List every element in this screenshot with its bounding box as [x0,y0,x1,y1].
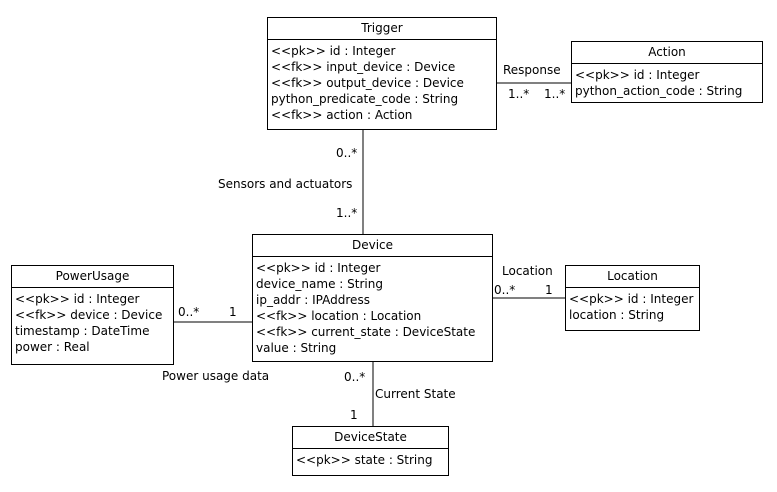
class-powerusage[interactable]: PowerUsage <<pk>> id : Integer <<fk>> de… [11,265,174,365]
class-powerusage-name: PowerUsage [12,266,173,288]
class-attribute: device_name : String [256,277,383,291]
multiplicity-device-devicestate-devicestate-end: 1 [350,408,358,422]
class-devicestate[interactable]: DeviceState <<pk>> state : String [292,426,449,476]
class-attribute: python_predicate_code : String [271,92,459,106]
multiplicity-device-location-location-end: 1 [545,283,553,297]
class-attribute: <<fk>> current_state : DeviceState [256,325,476,339]
class-location[interactable]: Location <<pk>> id : Integer location : … [565,265,700,331]
class-devicestate-attributes: <<pk>> state : String [293,449,448,468]
class-attribute: <<pk>> id : Integer [569,292,694,306]
class-location-attributes: <<pk>> id : Integer location : String [566,288,699,323]
multiplicity-trigger-action-action-end: 1..* [544,87,566,101]
multiplicity-trigger-action-trigger-end: 1..* [508,87,530,101]
class-action[interactable]: Action <<pk>> id : Integer python_action… [571,41,763,103]
class-attribute: <<pk>> id : Integer [575,68,700,82]
multiplicity-device-location-device-end: 0..* [494,283,516,297]
class-attribute: <<pk>> id : Integer [256,261,381,275]
association-label-current-state: Current State [375,387,456,401]
class-device[interactable]: Device <<pk>> id : Integer device_name :… [252,234,493,362]
class-powerusage-attributes: <<pk>> id : Integer <<fk>> device : Devi… [12,288,173,355]
class-trigger[interactable]: Trigger <<pk>> id : Integer <<fk>> input… [267,17,497,130]
class-attribute: location : String [569,308,665,322]
class-attribute: power : Real [15,340,90,354]
association-label-sensors-and-actuators: Sensors and actuators [218,177,353,191]
class-action-attributes: <<pk>> id : Integer python_action_code :… [572,64,762,99]
class-attribute: python_action_code : String [575,84,743,98]
class-attribute: <<pk>> id : Integer [271,44,396,58]
class-device-name: Device [253,235,492,257]
class-attribute: <<fk>> output_device : Device [271,76,464,90]
class-attribute: <<fk>> input_device : Device [271,60,456,74]
association-label-response: Response [503,63,561,77]
class-attribute: <<fk>> device : Device [15,308,163,322]
multiplicity-trigger-device-device-end: 1..* [336,206,358,220]
class-attribute: timestamp : DateTime [15,324,150,338]
class-attribute: ip_addr : IPAddress [256,293,370,307]
class-attribute: <<pk>> id : Integer [15,292,140,306]
class-attribute: <<fk>> action : Action [271,108,413,122]
multiplicity-device-powerusage-device-end: 1 [229,305,237,319]
class-attribute: value : String [256,341,337,355]
class-attribute: <<fk>> location : Location [256,309,422,323]
class-action-name: Action [572,42,762,64]
class-attribute: <<pk>> state : String [296,453,433,467]
class-trigger-name: Trigger [268,18,496,40]
association-label-location: Location [502,264,553,278]
multiplicity-device-devicestate-device-end: 0..* [344,370,366,384]
class-location-name: Location [566,266,699,288]
class-devicestate-name: DeviceState [293,427,448,449]
association-label-power-usage-data: Power usage data [162,369,270,383]
multiplicity-trigger-device-trigger-end: 0..* [336,146,358,160]
multiplicity-device-powerusage-powerusage-end: 0..* [178,305,200,319]
class-trigger-attributes: <<pk>> id : Integer <<fk>> input_device … [268,40,496,123]
class-device-attributes: <<pk>> id : Integer device_name : String… [253,257,492,356]
